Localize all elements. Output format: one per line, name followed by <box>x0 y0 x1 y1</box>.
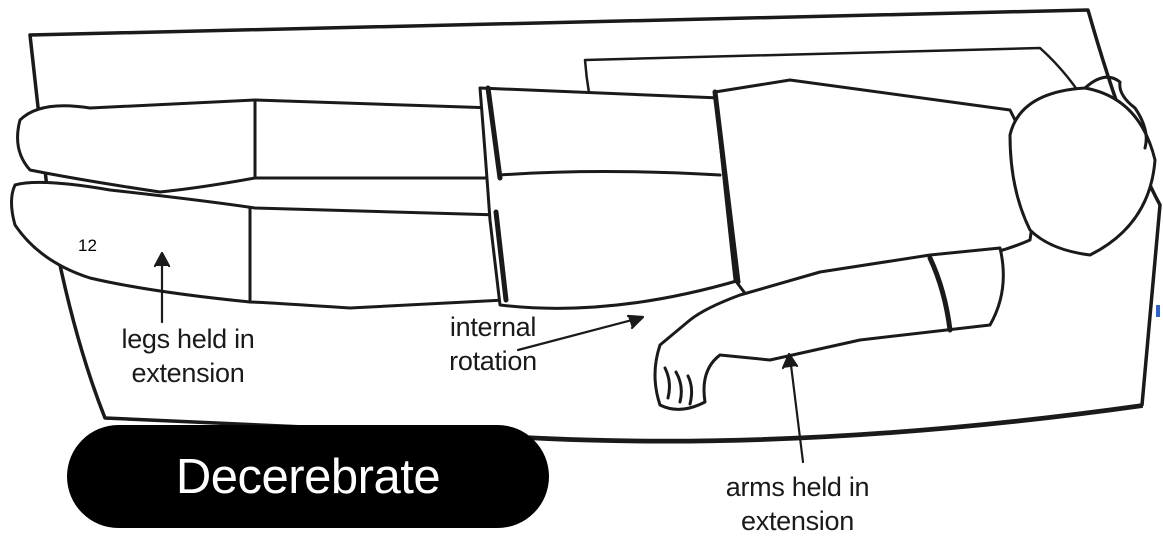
label-legs-line2: extension <box>88 356 288 390</box>
label-internal-line1: internal <box>418 310 568 344</box>
arrow-arms <box>783 354 803 462</box>
label-internal-rotation: internal rotation <box>418 310 568 378</box>
label-legs-line1: legs held in <box>88 322 288 356</box>
page-number: 12 <box>78 236 97 256</box>
label-internal-line2: rotation <box>418 344 568 378</box>
label-arms-held-in-extension: arms held in extension <box>690 470 905 538</box>
label-arms-line2: extension <box>690 504 905 538</box>
leg-upper-outline <box>18 100 500 192</box>
title-badge: Decerebrate <box>67 425 549 528</box>
figure-title: Decerebrate <box>176 449 440 505</box>
edge-marker <box>1156 305 1160 317</box>
head-outline <box>1010 88 1155 255</box>
label-arms-line1: arms held in <box>690 470 905 504</box>
shorts-outline <box>480 88 740 308</box>
label-legs-held-in-extension: legs held in extension <box>88 322 288 390</box>
